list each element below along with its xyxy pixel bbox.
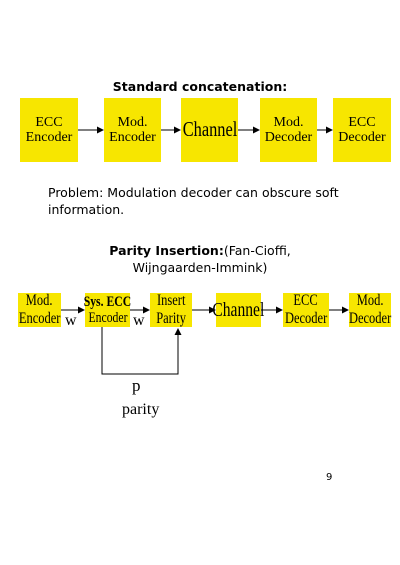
block-label-line1: Channel [212,299,265,321]
parity-title-line2: Wijngaarden-Immink) [132,259,268,275]
parity-label: parity [122,401,160,418]
p-label: p [132,376,141,395]
block-label-line2: Decoder [348,310,392,327]
w-label-1: w [65,312,77,329]
block-label-line1: ECC [348,114,376,130]
block-label-line1: Channel [182,117,237,142]
block-label-line2: Decoder [284,310,328,327]
block-label-line2: Decoder [338,130,386,145]
ecc-encoder-block: ECC Encoder [20,98,78,162]
mod-encoder-block: Mod. Encoder [104,98,161,162]
sys-ecc-encoder-block: Sys. ECC Encoder [83,293,132,327]
ecc-decoder-block: ECC Decoder [333,98,391,162]
parity-title-bold: Parity Insertion: [109,243,224,258]
standard-concatenation-title: Standard concatenation: [112,79,288,94]
mod-encoder-block-2: Mod. Encoder [18,292,61,327]
block-label-line2: Decoder [264,130,313,145]
block-label-line1: ECC [35,114,63,130]
parity-insertion-title: Parity Insertion:(Fan-Cioffi, Wijngaarde… [0,243,400,277]
parity-path [101,327,182,375]
parity-title-authors: (Fan-Cioffi, [223,243,291,258]
block-label-line2: Parity [156,310,186,327]
mod-decoder-block: Mod. Decoder [260,98,317,162]
ecc-decoder-block-2: ECC Decoder [283,292,329,327]
block-label-line2: Encoder [88,310,128,326]
problem-text: Problem: Modulation decoder can obscure … [48,185,339,217]
block-label-line2: Encoder [109,130,156,145]
w-label-2: w [133,312,145,329]
block-label-line1: Mod. [117,114,148,130]
insert-parity-block: Insert Parity [150,292,192,327]
block-label-line2: Encoder [18,310,61,327]
channel-block-2: Channel [213,293,264,327]
block-label-line1: ECC [293,292,319,310]
page-number: 9 [326,472,333,483]
block-label-line2: Encoder [25,130,73,145]
block-label-line1: Sys. ECC [83,293,132,310]
mod-decoder-block-2: Mod. Decoder [348,292,392,327]
channel-block: Channel [181,98,238,162]
block-label-line1: Mod. [356,292,384,310]
block-label-line1: Insert [156,292,186,310]
block-label-line1: Mod. [26,292,53,310]
block-label-line1: Mod. [273,114,304,130]
